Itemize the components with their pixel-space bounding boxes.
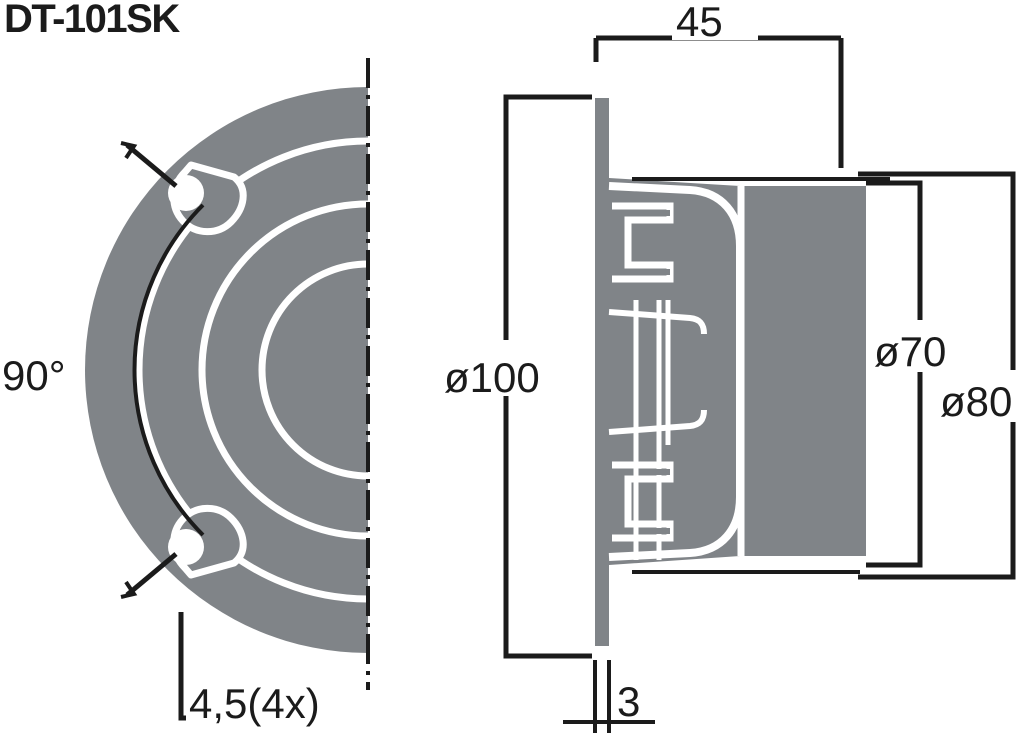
- depth-dimension-label: 45: [676, 0, 723, 45]
- terminal-lower: [612, 461, 674, 542]
- flange-plate: [595, 98, 609, 646]
- flange-thickness-label: 3: [617, 678, 640, 725]
- cutout-diameter-label: ø80: [940, 378, 1012, 425]
- hole-spec-label: 4,5(4x): [189, 680, 320, 727]
- side-section-view: [595, 98, 890, 646]
- mounting-tab-lower: [168, 504, 247, 579]
- front-half-section-view: [85, 87, 368, 653]
- shelf-line-lower: [608, 409, 707, 435]
- cone-outline-lower: [608, 413, 744, 561]
- angle-dimension-label: 90°: [2, 352, 66, 399]
- shelf-line-upper: [608, 309, 707, 335]
- bolt-circle-dimension: ø70: [866, 180, 984, 568]
- terminal-upper: [612, 202, 674, 283]
- mounting-hole-lower: [168, 529, 204, 565]
- mounting-tab-upper: [168, 161, 247, 236]
- flange-thickness-dimension: 3: [563, 660, 655, 733]
- angle-dimension-90: 90°: [0, 141, 205, 599]
- speaker-body-section: [608, 178, 866, 565]
- page-title: DT-101SK: [4, 0, 180, 41]
- outer-diameter-label: ø100: [444, 354, 540, 401]
- cutout-diameter-dimension: ø80: [858, 171, 1024, 580]
- outer-diameter-dimension: ø100: [440, 94, 592, 659]
- hole-spec-dimension: 4,5(4x): [178, 612, 352, 727]
- speaker-frame-disc: [85, 87, 368, 653]
- ring-line-outer: [135, 137, 368, 603]
- bolt-circle-label: ø70: [874, 328, 946, 375]
- depth-dimension: 45: [593, 0, 844, 168]
- mounting-hole-upper: [168, 175, 204, 211]
- ring-line-middle: [198, 200, 368, 540]
- cone-outline-upper: [608, 182, 744, 330]
- ring-line-inner: [258, 260, 368, 480]
- magnet-block: [742, 186, 866, 556]
